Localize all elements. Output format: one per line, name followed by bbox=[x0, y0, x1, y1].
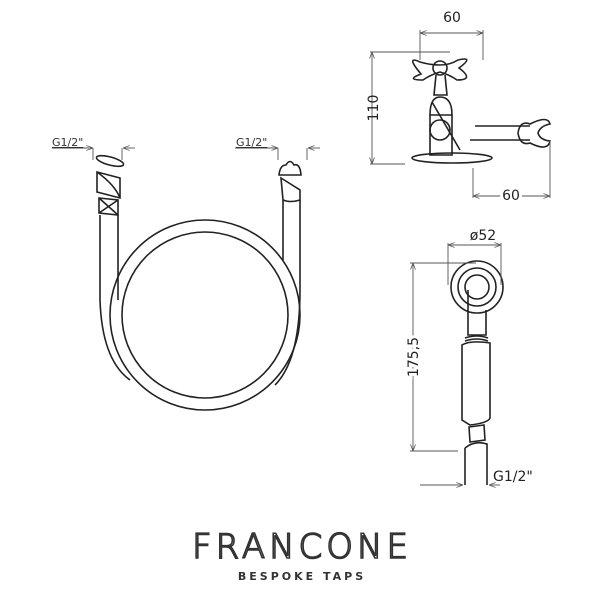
valve-height-label: 110 bbox=[366, 95, 382, 122]
handset-length-label: 175,5 bbox=[406, 337, 422, 377]
valve-width-label: 60 bbox=[443, 10, 461, 26]
bracket-offset-label: 60 bbox=[502, 188, 520, 204]
brand-tagline: BESPOKE TAPS bbox=[238, 570, 366, 583]
hand-shower-drawing: ø52 175,5 G1/2" bbox=[403, 228, 533, 485]
left-thread-label: G1/2" bbox=[52, 136, 83, 149]
shower-hose-drawing: G1/2" G1/2" bbox=[52, 136, 320, 411]
brand-logo: FRANCONE bbox=[192, 527, 412, 567]
right-thread-label: G1/2" bbox=[236, 136, 267, 149]
handset-diameter-label: ø52 bbox=[470, 228, 496, 244]
valve-drawing: 60 110 60 bbox=[366, 10, 551, 207]
handset-thread-label: G1/2" bbox=[493, 469, 533, 485]
